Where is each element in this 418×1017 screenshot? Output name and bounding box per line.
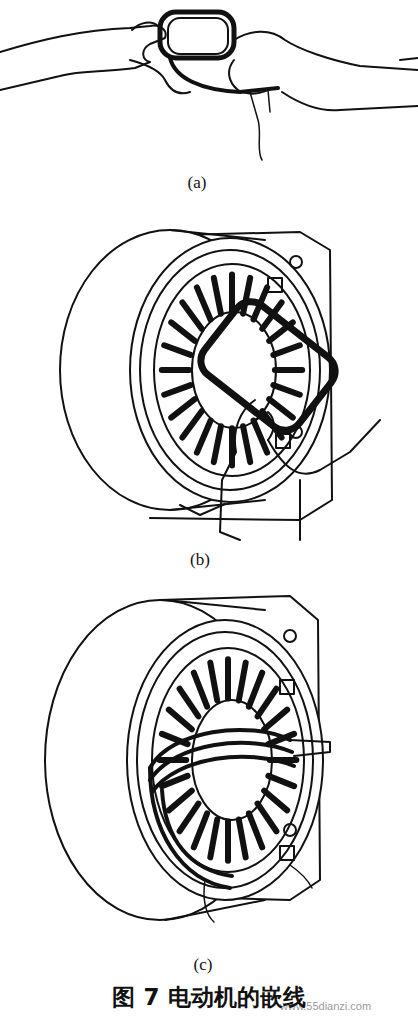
stator-slot	[214, 278, 221, 314]
stator-slot	[164, 345, 190, 355]
stator-slot	[171, 399, 195, 418]
stator-slot	[264, 710, 287, 730]
stator-slot	[243, 426, 250, 462]
stator-slot	[194, 673, 207, 707]
panel-label: (a)	[188, 173, 207, 193]
stator-b	[60, 230, 380, 540]
stator-slot	[194, 813, 207, 847]
stator-slot	[169, 791, 192, 811]
stator-slot	[162, 367, 189, 373]
stator-slot	[210, 820, 217, 858]
stator-slot	[169, 710, 192, 730]
stator-slot	[210, 663, 217, 701]
stator-slot	[239, 820, 246, 858]
figure-caption: 图 7 电动机的嵌线	[112, 982, 305, 1013]
stator-slot	[229, 275, 235, 312]
stator-slot	[243, 278, 250, 314]
stator-slot	[171, 322, 195, 341]
stator-c	[45, 596, 330, 922]
stator-slot	[275, 367, 302, 373]
stator-slot	[214, 426, 221, 462]
stator-slot	[225, 659, 231, 698]
stator-slot	[249, 813, 262, 847]
stator-slot	[225, 822, 231, 861]
stator-slot	[273, 385, 299, 395]
stator-slot	[254, 421, 268, 453]
stator-slot	[180, 804, 199, 832]
stator-slot	[180, 689, 199, 717]
stator-slot	[182, 411, 201, 437]
panel-label: (b)	[190, 550, 210, 570]
stator-slot	[197, 421, 211, 453]
stator-slot	[258, 689, 277, 717]
panel-label: (c)	[194, 955, 213, 975]
stator-slot	[264, 791, 287, 811]
stator-slot	[268, 776, 294, 786]
stator-slot	[258, 804, 277, 832]
stator-slot	[269, 399, 293, 418]
stator-slot	[197, 287, 211, 319]
stator-slot	[239, 663, 246, 701]
stator-slot	[249, 673, 262, 707]
coil-in-hands	[0, 12, 418, 160]
stator-slot	[164, 385, 190, 395]
stator-slot	[273, 345, 299, 355]
stator-slot	[182, 303, 201, 329]
